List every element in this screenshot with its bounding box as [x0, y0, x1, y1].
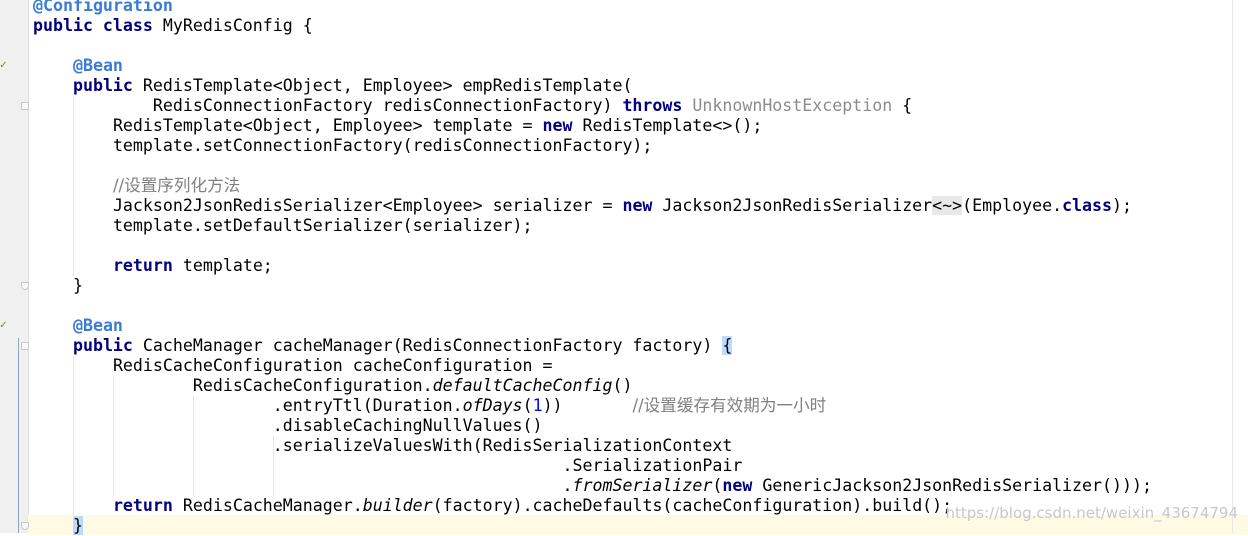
code-line: }	[72, 276, 83, 295]
code-line: @Configuration	[33, 0, 173, 15]
code-line: @Bean	[72, 316, 123, 335]
watermark: https://blog.csdn.net/weixin_43674794	[945, 504, 1238, 522]
code-line	[33, 156, 1233, 176]
code-line: RedisCacheConfiguration cacheConfigurati…	[112, 356, 553, 375]
current-line-highlight	[28, 515, 1248, 535]
selection-scope-bar	[18, 338, 19, 533]
code-line: @Bean	[72, 56, 123, 75]
right-margin-guide	[1232, 0, 1233, 533]
code-line: public class MyRedisConfig {	[33, 16, 313, 35]
fold-end-icon[interactable]	[21, 282, 29, 290]
code-editor[interactable]: @Configuration public class MyRedisConfi…	[33, 0, 1233, 536]
bean-icon[interactable]: ✓	[0, 318, 7, 331]
code-line: }	[72, 516, 83, 535]
code-line	[33, 236, 1233, 256]
code-line: RedisConnectionFactory redisConnectionFa…	[152, 96, 913, 115]
code-line: template.setConnectionFactory(redisConne…	[112, 136, 653, 155]
code-line	[33, 36, 1233, 56]
fold-end-icon[interactable]	[21, 522, 29, 530]
code-line: .fromSerializer(new GenericJackson2JsonR…	[562, 476, 1152, 495]
code-line: Jackson2JsonRedisSerializer<Employee> se…	[112, 196, 1132, 215]
code-line: return RedisCacheManager.builder(factory…	[112, 496, 953, 515]
fold-start-icon[interactable]	[21, 342, 29, 350]
code-line: .disableCachingNullValues()	[272, 416, 543, 435]
editor-gutter	[0, 0, 29, 533]
code-line: template.setDefaultSerializer(serializer…	[112, 216, 533, 235]
code-line: public RedisTemplate<Object, Employee> e…	[72, 76, 633, 95]
code-line	[33, 296, 1233, 316]
code-line: RedisCacheConfiguration.defaultCacheConf…	[192, 376, 633, 395]
code-line: .entryTtl(Duration.ofDays(1)) //设置缓存有效期为…	[272, 396, 827, 415]
code-line: .SerializationPair	[562, 456, 743, 475]
code-line: //设置序列化方法	[112, 176, 241, 195]
code-line: RedisTemplate<Object, Employee> template…	[112, 116, 763, 135]
fold-start-icon[interactable]	[21, 102, 29, 110]
code-line: public CacheManager cacheManager(RedisCo…	[72, 336, 733, 355]
code-line: .serializeValuesWith(RedisSerializationC…	[272, 436, 733, 455]
code-line: return template;	[112, 256, 273, 275]
bean-icon[interactable]: ✓	[0, 58, 7, 71]
